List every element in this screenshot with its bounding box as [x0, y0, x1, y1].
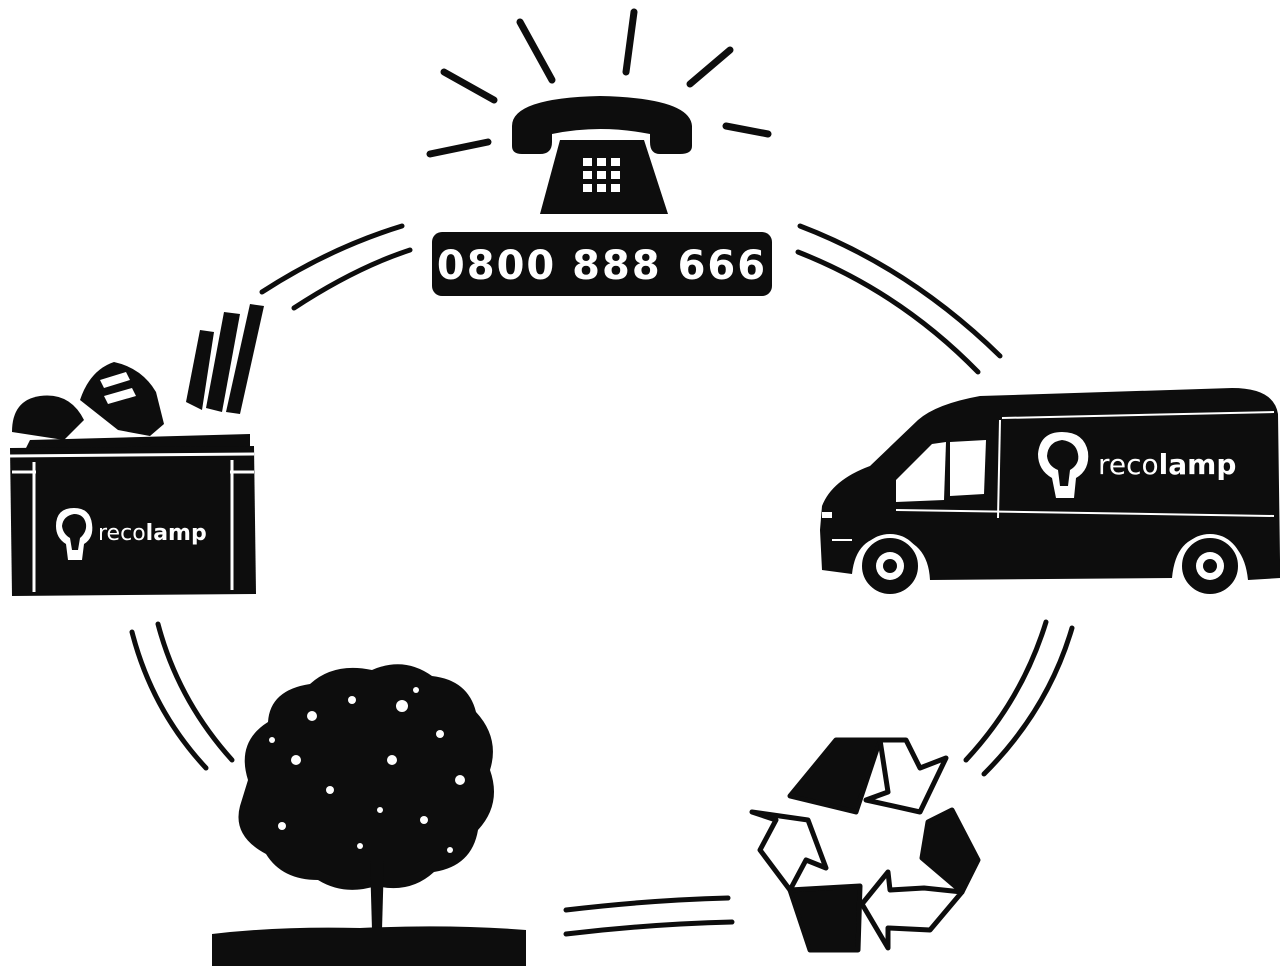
connector-recycle-to-tree — [566, 898, 732, 934]
collection-box-icon: recolamp — [10, 304, 264, 596]
box-brand: recolamp — [98, 521, 207, 546]
connector-van-to-recycle — [966, 622, 1072, 774]
van-brand: recolamp — [1098, 448, 1236, 481]
phone-number: 0800 888 666 — [437, 243, 767, 289]
phone-number-plate: 0800 888 666 — [432, 232, 772, 296]
connector-phone-to-van — [798, 226, 1000, 372]
tree-icon — [212, 664, 526, 966]
connector-box-to-phone — [262, 226, 410, 308]
delivery-van-icon: recolamp — [820, 388, 1280, 596]
ring-rays — [430, 12, 768, 154]
connector-tree-to-box — [132, 624, 232, 768]
ringing-telephone-icon — [430, 12, 768, 214]
recycling-symbol-icon — [752, 740, 978, 950]
keypad — [583, 158, 620, 192]
